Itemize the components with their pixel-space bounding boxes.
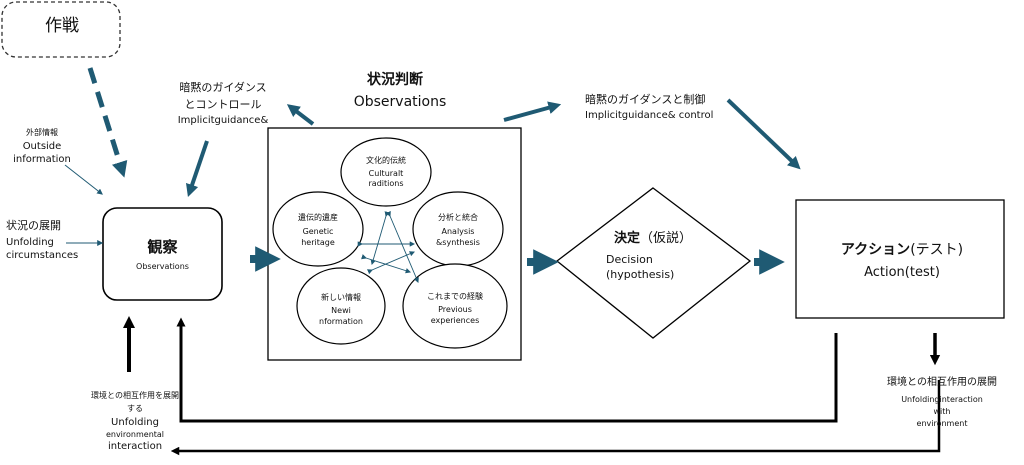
decide-title-jp2: （仮説） xyxy=(640,231,693,246)
act-box xyxy=(795,199,1005,319)
outside-info-arrow xyxy=(64,164,103,195)
implicit-right-line1: 暗黙のガイダンスと制御 xyxy=(585,93,706,106)
decide-title-jp: 決定 xyxy=(613,231,640,246)
feedback-loop-outer xyxy=(170,380,941,456)
previous-circle xyxy=(402,263,508,349)
implicit-left-line1: 暗黙のガイダンス xyxy=(179,81,267,94)
act-title-jp: アクション xyxy=(840,242,911,258)
genetic-jp: 遺伝的遺産 xyxy=(298,213,338,222)
newinfo-jp: 新しい情報 xyxy=(321,293,361,302)
implicit-left-line2: とコントロール xyxy=(184,98,262,111)
unfolding-circ-jp: 状況の展開 xyxy=(6,219,61,232)
implicit-left-arrow xyxy=(286,104,315,126)
newinfo-en2: nformation xyxy=(319,317,363,326)
unfolding-env-right-en1: Unfoldinginteraction xyxy=(901,395,983,404)
genetic-en1: Genetic xyxy=(302,227,334,236)
decide-en2: (hypothesis) xyxy=(606,268,675,281)
unfolding-env-left-en1: Unfolding xyxy=(111,417,159,428)
unfolding-circ-en2: circumstances xyxy=(6,250,79,261)
analysis-en2: &synthesis xyxy=(436,238,480,247)
unfolding-env-right-en2: with xyxy=(933,407,951,416)
outside-info-jp: 外部情報 xyxy=(26,128,58,137)
genetic-circle xyxy=(272,191,364,267)
newinfo-circle xyxy=(296,267,386,345)
observe-box xyxy=(102,207,223,301)
previous-en1: Previous xyxy=(438,305,472,314)
outside-info-en1: Outside xyxy=(22,141,62,152)
act-title-en: Action(test) xyxy=(864,265,940,280)
cultural-en2: raditions xyxy=(368,179,404,188)
outside-info-en2: information xyxy=(13,154,71,165)
implicit-act-arrow xyxy=(726,98,801,170)
unfolding-env-left-en2: environmental xyxy=(105,430,165,439)
operation-arrow xyxy=(87,67,128,178)
unfolding-env-left-jp2: する xyxy=(127,404,143,413)
orient-title-en: Observations xyxy=(353,94,447,110)
unfolding-env-right-en3: environment xyxy=(916,419,968,428)
unfolding-env-left-jp1: 環境との相互作用を展開 xyxy=(91,391,179,400)
feedback-loop-inner xyxy=(176,317,838,423)
unfolding-env-right-jp: 環境との相互作用の展開 xyxy=(887,377,997,388)
decide-diamond xyxy=(555,187,752,339)
previous-en2: experiences xyxy=(430,316,480,325)
observe-title-jp: 観察 xyxy=(147,238,178,256)
implicit-right-line2: Implicitguidance& control xyxy=(585,110,714,121)
operation-label: 作戦 xyxy=(45,16,79,36)
orient-title-jp: 状況判断 xyxy=(367,72,423,88)
observe-title-en: Observations xyxy=(136,262,189,271)
decide-en1: Decision xyxy=(606,253,653,266)
analysis-jp: 分析と統合 xyxy=(438,213,478,222)
genetic-en2: heritage xyxy=(301,238,335,247)
previous-jp: これまでの経験 xyxy=(427,292,483,301)
cultural-en1: Culturalt xyxy=(368,169,404,178)
unfolding-env-left-en3: interaction xyxy=(107,441,163,452)
cultural-circle xyxy=(340,137,432,207)
unfolding-circ-en1: Unfolding xyxy=(6,237,54,248)
analysis-en1: Analysis xyxy=(441,227,475,236)
newinfo-en1: Newi xyxy=(331,306,351,315)
decide-title: 決定（仮説） xyxy=(598,231,708,247)
act-title-jp2: (テスト) xyxy=(910,242,964,258)
implicit-down-arrow xyxy=(186,140,209,198)
implicit-left-line3: Implicitguidance& xyxy=(177,115,269,126)
cultural-jp: 文化的伝統 xyxy=(366,156,406,165)
implicit-right-arrow xyxy=(503,101,562,122)
cross-arrows xyxy=(357,210,419,283)
operation-box xyxy=(1,1,121,58)
act-title: アクション(テスト) xyxy=(802,242,1002,260)
